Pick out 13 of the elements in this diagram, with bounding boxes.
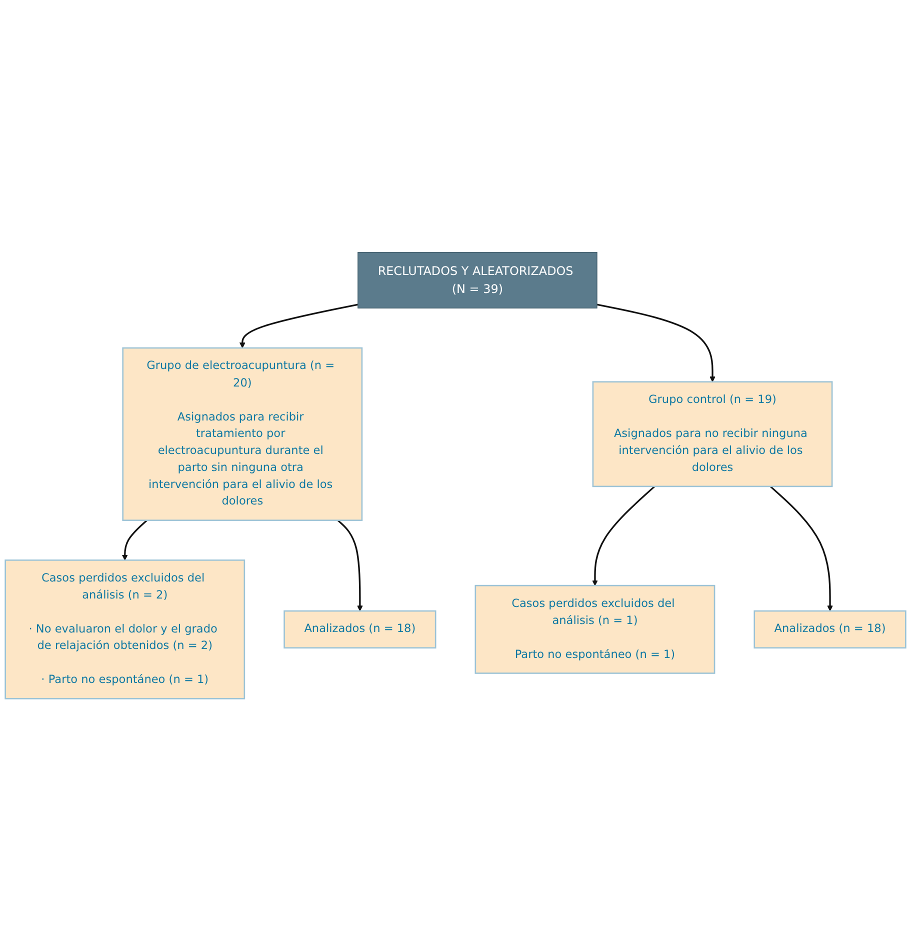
- node-box: Analizados (n = 18): [284, 610, 436, 648]
- arrow: [770, 486, 833, 612]
- node-box: RECLUTADOS Y ALEATORIZADOS (N = 39): [358, 252, 598, 308]
- arrow: [122, 520, 148, 560]
- node-box: Grupo de electroacupuntura (n = 20) Asignados para recibir tratamiento por electroacupuntura durante el parto sin ninguna otra intervención para el alivio de los dolores: [122, 347, 363, 521]
- arrow: [596, 304, 716, 382]
- node-box: Casos perdidos excluidos del análisis (n = 2) · No evaluaron el dolor y el grado de relajación obtenidos (n = 2) · Parto no espontáneo (n = 1): [4, 560, 246, 700]
- node-box: Casos perdidos excluidos del análisis (n = 1) Parto no espontáneo (n = 1): [474, 584, 716, 674]
- node-box: Analizados (n = 18): [754, 610, 906, 648]
- arrow: [337, 520, 363, 612]
- node-box: Grupo control (n = 19) Asignados para no recibir ninguna intervención para el alivio de los dolores: [592, 381, 833, 488]
- arrow: [592, 486, 656, 586]
- arrow: [239, 304, 358, 348]
